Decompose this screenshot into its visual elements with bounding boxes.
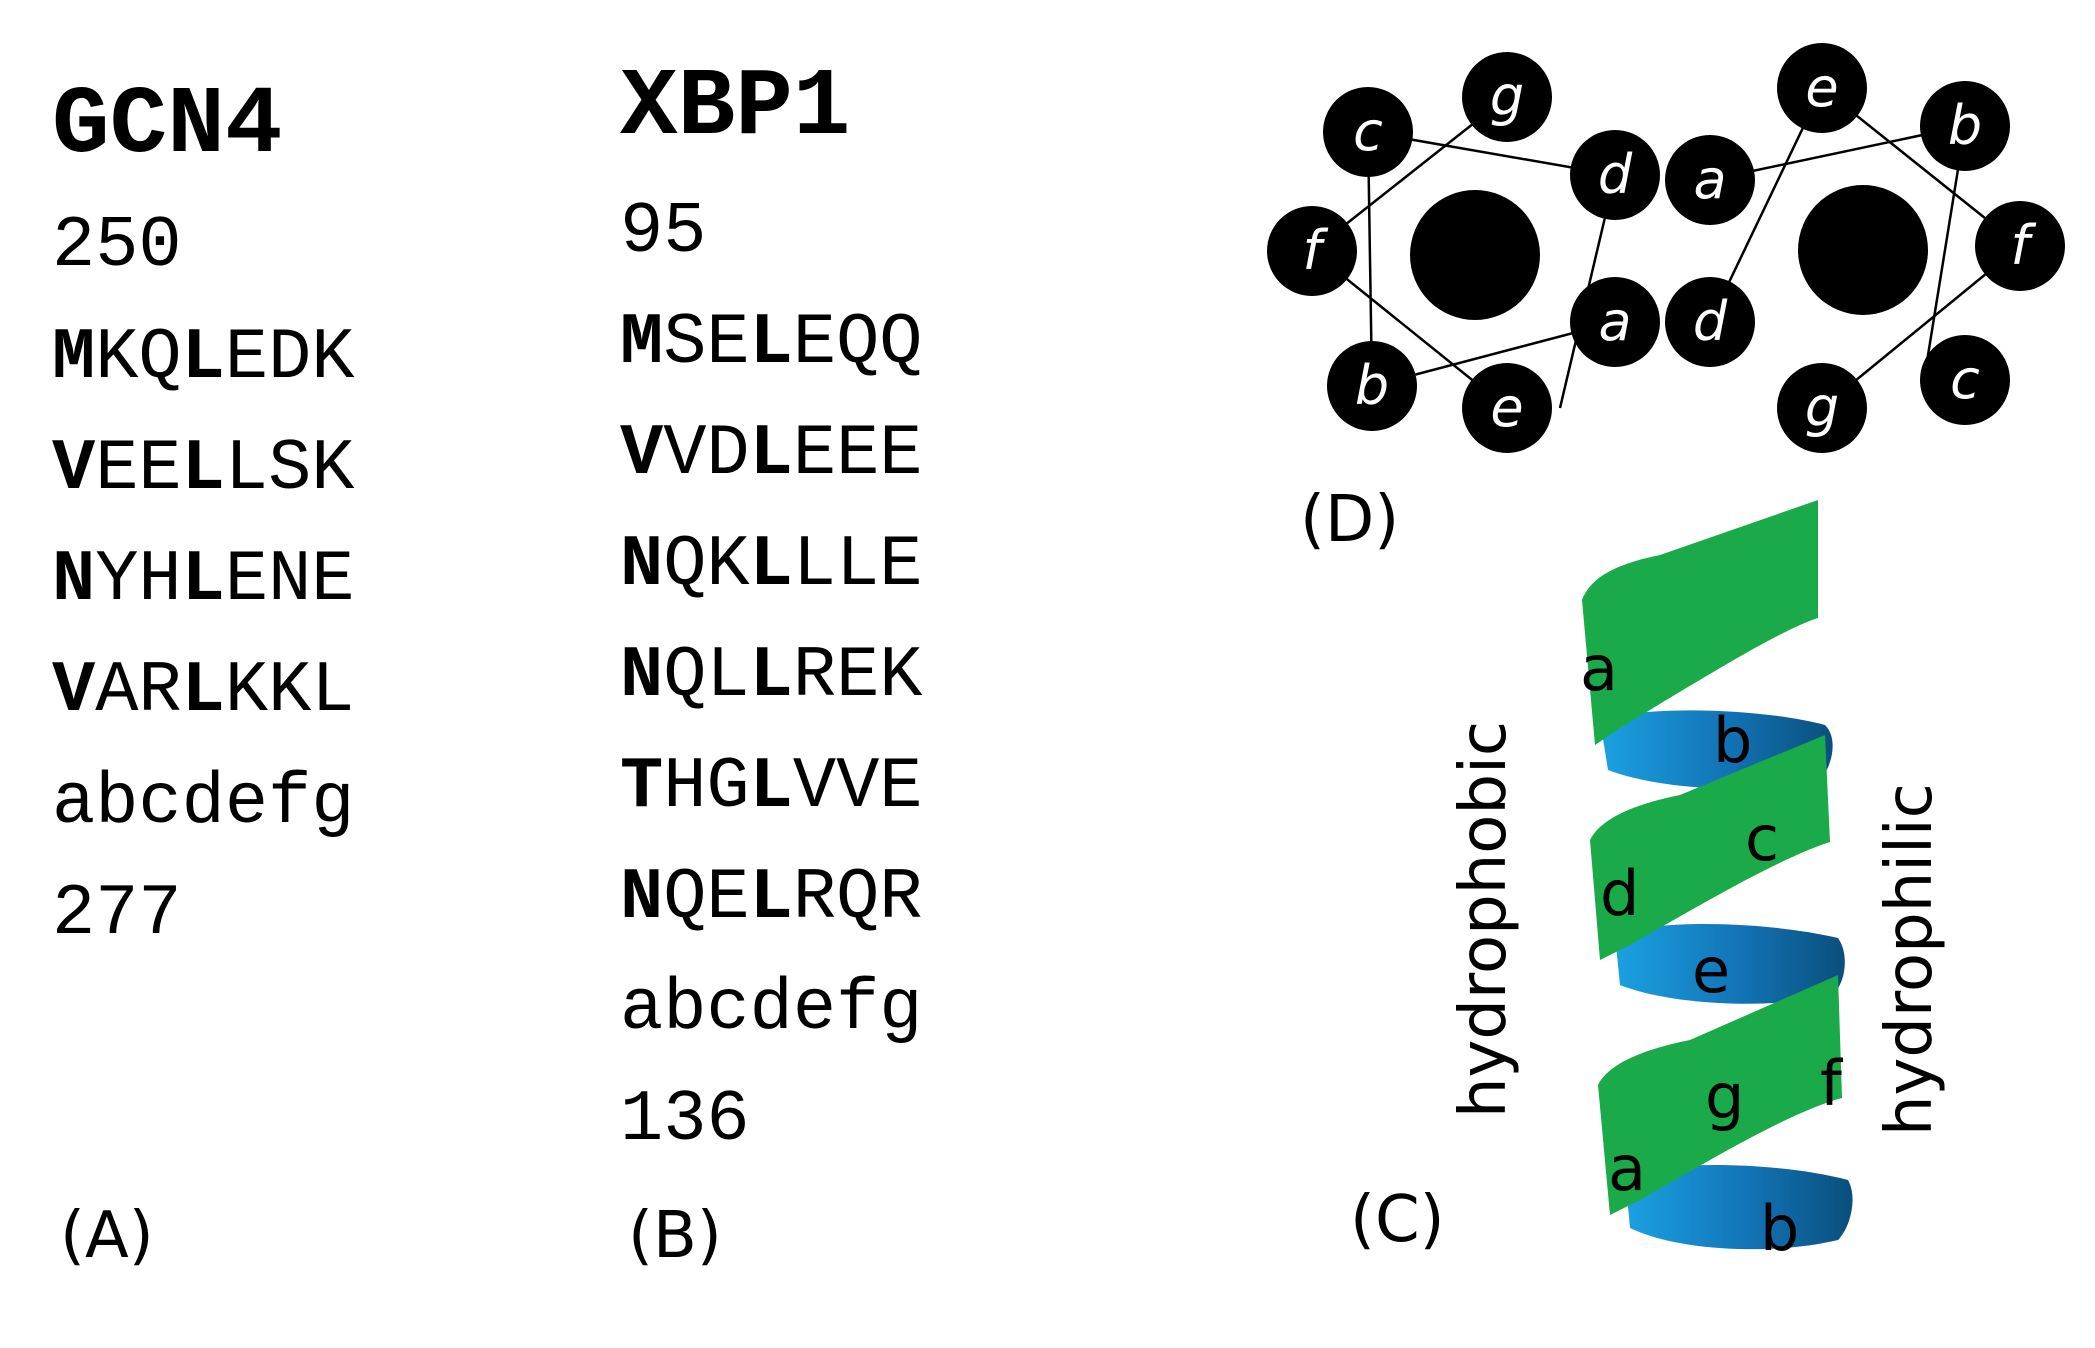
helix-letter-1: a — [1580, 632, 1618, 705]
xbp1-heptad-2: VVDLEEE — [620, 413, 923, 495]
left-residue-e: e — [1462, 363, 1552, 453]
left-residue-d: d — [1570, 130, 1660, 220]
right-residue-e: e — [1777, 43, 1867, 133]
right-residue-g: g — [1777, 363, 1867, 453]
gcn4-start-number: 250 — [52, 205, 182, 287]
xbp1-start-number: 95 — [620, 191, 707, 273]
xbp1-title: XBP1 — [620, 53, 851, 162]
svg-text:a: a — [1693, 148, 1726, 211]
xbp1-heptad-3: NQKLLLE — [620, 524, 923, 606]
panel-c-label: (C) — [1350, 1183, 1445, 1257]
helix-blue-turn-3 — [1625, 1164, 1853, 1250]
gcn4-title: GCN4 — [52, 71, 283, 180]
xbp1-heptad-4: NQLLREK — [620, 635, 923, 717]
gcn4-end-number: 277 — [52, 873, 182, 955]
hydrophilic-label: hydrophilic — [1873, 783, 1947, 1136]
gcn4-heptad-1: MKQLEDK — [52, 317, 355, 399]
svg-text:c: c — [1950, 348, 1980, 411]
svg-text:b: b — [1948, 94, 1982, 157]
right-wheel-axis — [1798, 185, 1928, 315]
right-residue-b: b — [1920, 81, 2010, 171]
left-residue-a: a — [1570, 277, 1660, 367]
helix-ribbon — [1582, 500, 1853, 1250]
xbp1-register: abcdefg — [620, 968, 923, 1050]
panel-d-label: (D) — [1300, 483, 1400, 557]
right-residue-c: c — [1920, 335, 2010, 425]
xbp1-heptad-1: MSELEQQ — [620, 302, 923, 384]
gcn4-heptad-4: VARLKKL — [52, 650, 355, 732]
right-residue-d: d — [1665, 277, 1755, 367]
gcn4-heptad-3: NYHLENE — [52, 539, 355, 621]
helix-blue-turn-2 — [1615, 923, 1845, 1004]
svg-text:g: g — [1805, 376, 1839, 439]
gcn4-heptad-2: VEELLSK — [52, 428, 355, 510]
right-wheel-residues: e b f c g d a — [1665, 43, 2065, 453]
hydrophobic-label: hydrophobic — [1447, 720, 1521, 1118]
panel-b-label: (B) — [628, 1199, 722, 1273]
svg-text:e: e — [1805, 56, 1838, 119]
helix-letter-7: g — [1705, 1060, 1744, 1133]
left-residue-b: b — [1327, 341, 1417, 431]
svg-text:c: c — [1353, 100, 1383, 163]
helix-green-segment-2 — [1590, 735, 1830, 960]
svg-text:a: a — [1598, 290, 1631, 353]
helix-letter-3: c — [1745, 802, 1779, 875]
left-residue-c: c — [1323, 87, 1413, 177]
svg-text:d: d — [1693, 290, 1728, 353]
helix-letter-9: b — [1760, 1192, 1799, 1265]
svg-text:g: g — [1490, 65, 1524, 128]
xbp1-end-number: 136 — [620, 1079, 750, 1161]
svg-text:d: d — [1598, 143, 1633, 206]
helix-letter-4: d — [1600, 857, 1639, 930]
helix-green-segment-3 — [1598, 975, 1842, 1215]
helix-position-letters: a b c d e f g a b — [1580, 632, 1844, 1265]
gcn4-register: abcdefg — [52, 762, 355, 844]
left-residue-g: g — [1462, 52, 1552, 142]
helix-letter-2: b — [1713, 704, 1752, 777]
xbp1-heptad-6: NQELRQR — [620, 857, 923, 939]
svg-text:e: e — [1490, 376, 1523, 439]
panel-a-label: (A) — [60, 1199, 154, 1273]
right-residue-a: a — [1665, 135, 1755, 225]
right-residue-f: f — [1975, 201, 2065, 291]
left-wheel-axis — [1410, 190, 1540, 320]
helix-letter-8: a — [1608, 1132, 1646, 1205]
left-residue-f: f — [1267, 206, 1357, 296]
left-wheel-residues: c g d a e b f — [1267, 52, 1660, 453]
helix-green-segment-1 — [1582, 500, 1818, 745]
xbp1-heptad-5: THGLVVE — [620, 746, 923, 828]
svg-text:b: b — [1355, 354, 1389, 417]
helix-letter-5: e — [1692, 934, 1730, 1007]
helix-letter-6: f — [1820, 1047, 1844, 1120]
